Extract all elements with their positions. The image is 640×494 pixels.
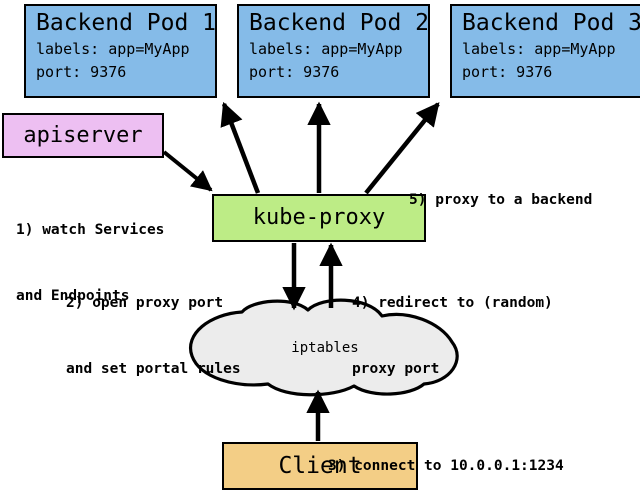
backend-pod-1-port: port: 9376 <box>36 63 127 81</box>
step-3-line-1: 3) connect to 10.0.0.1:1234 <box>328 458 564 474</box>
step-4-line-1: 4) redirect to (random) <box>352 295 553 311</box>
step-1-annotation: 1) watch Services and Endpoints <box>16 175 164 351</box>
backend-pod-3-title: Backend Pod 3 <box>462 10 640 36</box>
backend-pod-2-title: Backend Pod 2 <box>249 10 430 36</box>
backend-pod-1-labels: labels: app=MyApp <box>36 40 190 58</box>
kube-proxy-box[interactable]: kube-proxy <box>212 194 426 242</box>
client-label: Client <box>278 453 362 479</box>
backend-pod-1-title: Backend Pod 1 <box>36 10 217 36</box>
step-2-line-2: and set portal rules <box>66 361 241 377</box>
apiserver-label: apiserver <box>23 122 143 148</box>
step-1-line-1: 1) watch Services <box>16 222 165 238</box>
client-box[interactable]: Client <box>222 442 418 490</box>
backend-pod-2-box[interactable]: Backend Pod 2 labels: app=MyApp port: 93… <box>237 4 430 98</box>
backend-pod-2-port: port: 9376 <box>249 63 340 81</box>
step-2-annotation: 2) open proxy port and set portal rules <box>66 248 241 424</box>
step-1-line-2: and Endpoints <box>16 288 130 304</box>
step-3-annotation: 3) connect to 10.0.0.1:1234 <box>328 411 564 494</box>
step-5-annotation: 5) proxy to a backend <box>409 145 592 255</box>
edge-apiserver-to-kubeproxy <box>162 150 213 192</box>
step-4-annotation: 4) redirect to (random) proxy port <box>352 248 553 424</box>
backend-pod-1-box[interactable]: Backend Pod 1 labels: app=MyApp port: 93… <box>24 4 217 98</box>
backend-pod-3-labels: labels: app=MyApp <box>462 40 616 58</box>
step-4-line-2: proxy port <box>352 361 440 377</box>
backend-pod-3-port: port: 9376 <box>462 63 553 81</box>
step-5-line-1: 5) proxy to a backend <box>409 192 593 208</box>
backend-pod-2-labels: labels: app=MyApp <box>249 40 403 58</box>
apiserver-box[interactable]: apiserver <box>2 113 164 158</box>
backend-pod-3-box[interactable]: Backend Pod 3 labels: app=MyApp port: 93… <box>450 4 640 98</box>
edge-kubeproxy-to-pod1 <box>220 101 261 194</box>
step-2-line-1: 2) open proxy port <box>66 295 224 311</box>
kube-proxy-label: kube-proxy <box>252 205 386 230</box>
